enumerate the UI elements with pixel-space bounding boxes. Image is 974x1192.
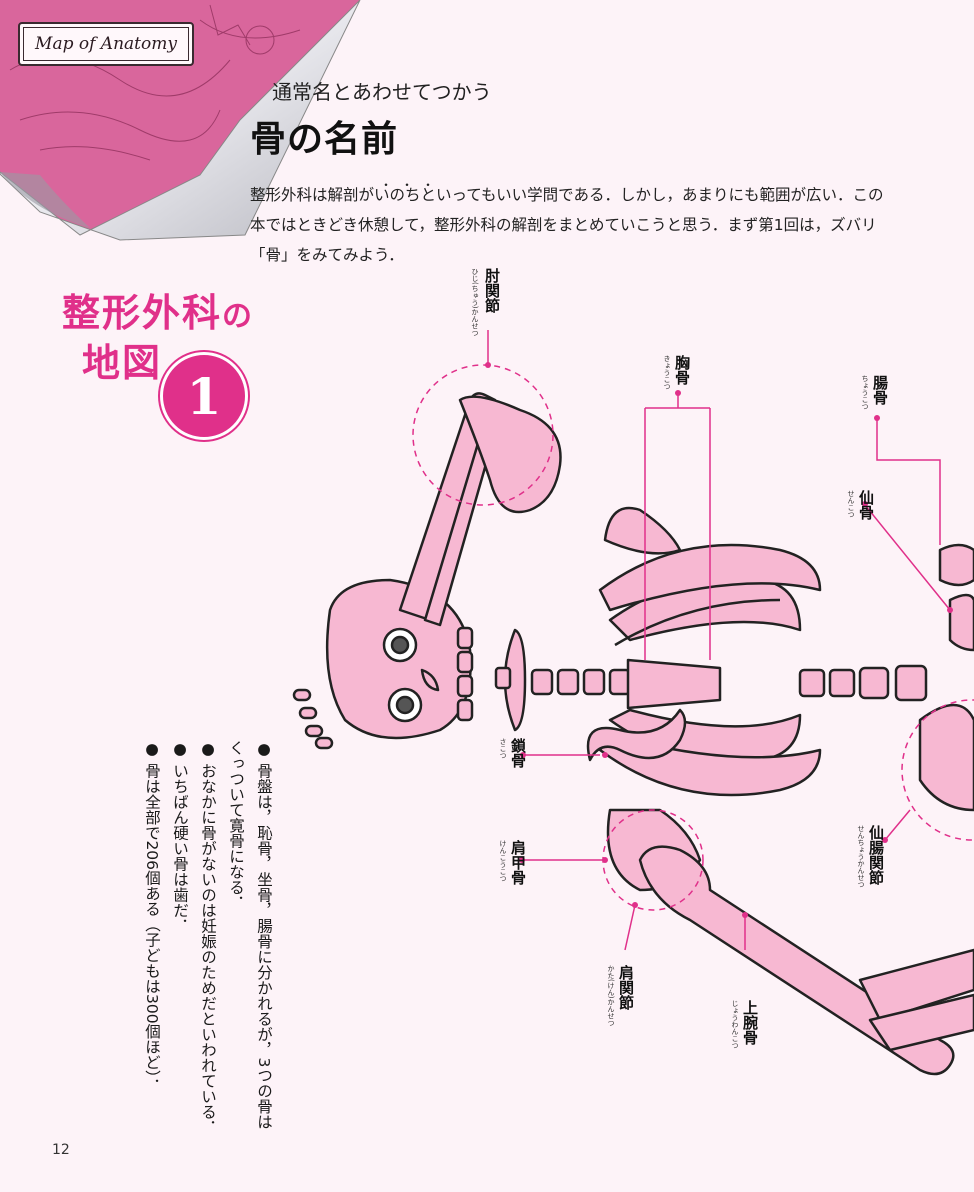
series-number-badge: 1 <box>160 352 248 440</box>
bullet-item: ● いちばん硬い骨は歯だ． <box>171 740 189 934</box>
bullet-item: ● おなかに骨がないのは妊娠のためだといわれている． <box>199 740 217 1135</box>
ruby-elbow-joint: ひじ(ちゅう)かんせつ <box>471 268 479 337</box>
label-sternum: 胸骨 <box>673 355 691 385</box>
page-number: 12 <box>52 1142 70 1158</box>
label-scapula: 肩甲骨 <box>509 840 527 885</box>
bullet-item: ● 骨は全部で206個ある（子どもは300個ほど）． <box>143 740 161 1094</box>
label-humerus: 上腕骨 <box>741 1000 759 1045</box>
ruby-clavicle: さこつ <box>499 738 507 759</box>
label-shoulder-joint: 肩関節 <box>617 965 635 1010</box>
ruby-shoulder-joint: かた(けん)かんせつ <box>607 965 615 1027</box>
label-sacroiliac-joint: 仙腸関節 <box>867 825 885 885</box>
ruby-sternum: きょうこつ <box>663 355 671 390</box>
series-title-particle: の <box>222 299 255 334</box>
map-of-anatomy-badge: Map of Anatomy <box>18 22 194 66</box>
ruby-sacrum: せんこつ <box>847 490 855 518</box>
elbow-circle <box>412 364 554 506</box>
series-title-line2: 地図 <box>82 341 163 385</box>
intro-paragraph: 整形外科は解剖がいのちといってもいい学問である．しかし，あまりにも範囲が広い．こ… <box>250 186 884 264</box>
ruby-sacroiliac-joint: せんちょうかんせつ <box>857 825 865 888</box>
label-ilium: 腸骨 <box>871 375 889 405</box>
ruby-humerus: じょうわんこつ <box>731 1000 739 1049</box>
label-elbow-joint: 肘関節 <box>483 268 501 313</box>
label-sacrum: 仙骨 <box>857 490 875 520</box>
page-title: 骨の名前 <box>250 119 399 160</box>
emphasis-dots: ・・・ <box>380 178 444 192</box>
label-clavicle: 鎖骨 <box>509 738 527 768</box>
ruby-scapula: けんこうこつ <box>499 840 507 882</box>
series-title-line1: 整形外科 <box>62 291 223 335</box>
page-subtitle: 通常名とあわせてつかう <box>272 80 492 104</box>
ruby-ilium: ちょうこつ <box>861 375 869 410</box>
skeleton-illustration <box>292 330 974 1076</box>
series-title: 整形外科の 地図 <box>62 290 254 386</box>
